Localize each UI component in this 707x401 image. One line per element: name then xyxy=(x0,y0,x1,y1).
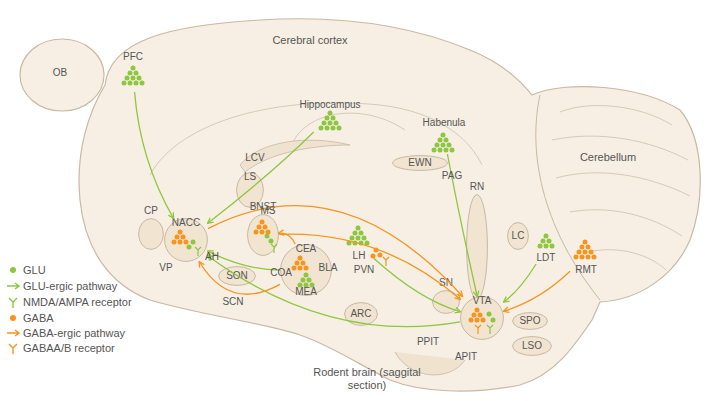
region-name: LCV xyxy=(245,152,264,164)
legend-text: GABA xyxy=(23,311,54,325)
region-ellipse: LSO xyxy=(512,336,552,356)
region-outline xyxy=(466,194,488,300)
region-name: PAG xyxy=(442,170,462,182)
region-label: EWN xyxy=(408,157,431,169)
region-ellipse: RN xyxy=(466,194,488,300)
region-name: COA xyxy=(270,267,292,279)
legend-line-sample xyxy=(6,279,20,293)
region-ellipse: VTA xyxy=(460,296,504,340)
region-label: SON xyxy=(226,270,248,282)
region-ellipse: EWN xyxy=(392,155,448,171)
gaba-pathway xyxy=(279,234,460,299)
region-ellipse: CEA xyxy=(280,244,332,296)
region-label: LSO xyxy=(522,340,542,352)
region-label: SN xyxy=(439,277,453,289)
region-ellipse: LC xyxy=(507,222,529,250)
region-label: CP xyxy=(144,205,158,217)
neuron-cluster: Hippocampus xyxy=(296,100,364,132)
region-name: BLA xyxy=(319,262,338,274)
region-outline xyxy=(247,214,279,256)
legend-text: GABAA/B receptor xyxy=(23,341,115,355)
glu-pathway xyxy=(208,256,460,327)
region-name: MEA xyxy=(295,286,317,298)
region-label: CEA xyxy=(296,243,317,255)
region-name: MS xyxy=(261,205,276,217)
glu-pathway xyxy=(504,264,536,302)
glu-pathway xyxy=(208,251,280,270)
region-label: LDT xyxy=(537,252,556,264)
region-name: APIT xyxy=(455,351,477,363)
region-name: OB xyxy=(53,67,67,79)
region-ellipse: SN xyxy=(432,290,460,314)
region-label: SPO xyxy=(519,315,540,327)
region-outline xyxy=(432,290,460,314)
region-ellipse: BNST xyxy=(247,214,279,256)
glu-pathway xyxy=(135,92,174,218)
region-name: PPIT xyxy=(417,336,439,348)
legend-receptor-sample xyxy=(6,295,20,309)
gaba-pathway xyxy=(504,271,570,311)
neuron-cluster: LDT xyxy=(530,232,562,264)
region-label: BNST xyxy=(250,201,277,213)
legend-receptor-sample xyxy=(6,341,20,355)
region-label: LC xyxy=(512,230,525,242)
region-name: AH xyxy=(205,251,219,263)
gaba-pathway xyxy=(279,233,295,244)
region-label: ARC xyxy=(350,308,371,320)
region-name: Cerebellum xyxy=(580,151,636,163)
legend-text: NMDA/AMPA receptor xyxy=(23,295,132,309)
region-ellipse: CP xyxy=(138,218,164,250)
region-label: Hippocampus xyxy=(299,99,360,111)
region-ellipse: SON xyxy=(218,266,256,286)
region-label: Habenula xyxy=(423,117,466,129)
region-ellipse: ARC xyxy=(344,302,378,326)
region-label: LH xyxy=(353,250,366,262)
legend-text: GLU xyxy=(23,263,46,277)
gaba-pathway xyxy=(199,262,280,294)
gaba-pathway xyxy=(208,206,462,296)
legend-line-sample xyxy=(6,326,20,340)
region-name: Cerebral cortex xyxy=(272,34,347,46)
region-ellipse: SPO xyxy=(512,312,548,330)
region-label: RMT xyxy=(575,264,597,276)
region-name: SCN xyxy=(222,296,243,308)
region-ellipse: NACC xyxy=(164,218,208,262)
neuron-cluster: PFC xyxy=(114,52,152,92)
glu-pathway xyxy=(374,259,460,312)
region-label: RN xyxy=(470,181,484,193)
figure-caption: Rodent brain (saggital section) xyxy=(312,366,422,392)
glu-pathway xyxy=(447,154,477,296)
legend-swatch xyxy=(10,267,16,273)
neuron-cluster: RMT xyxy=(570,236,602,276)
legend-text: GABA-ergic pathway xyxy=(23,326,125,340)
neuron-cluster: LH xyxy=(344,228,374,262)
legend-text: GLU-ergic pathway xyxy=(23,279,117,293)
neuron-cluster: Habenula xyxy=(418,118,470,154)
region-label: VTA xyxy=(473,295,492,307)
region-name: VP xyxy=(159,262,172,274)
region-name: PVN xyxy=(354,264,375,276)
region-label: PFC xyxy=(123,51,143,63)
legend-swatch xyxy=(10,315,16,321)
region-label: NACC xyxy=(172,217,200,229)
region-outline xyxy=(138,218,164,250)
glu-pathway xyxy=(208,132,314,223)
region-label: LS xyxy=(244,171,256,183)
